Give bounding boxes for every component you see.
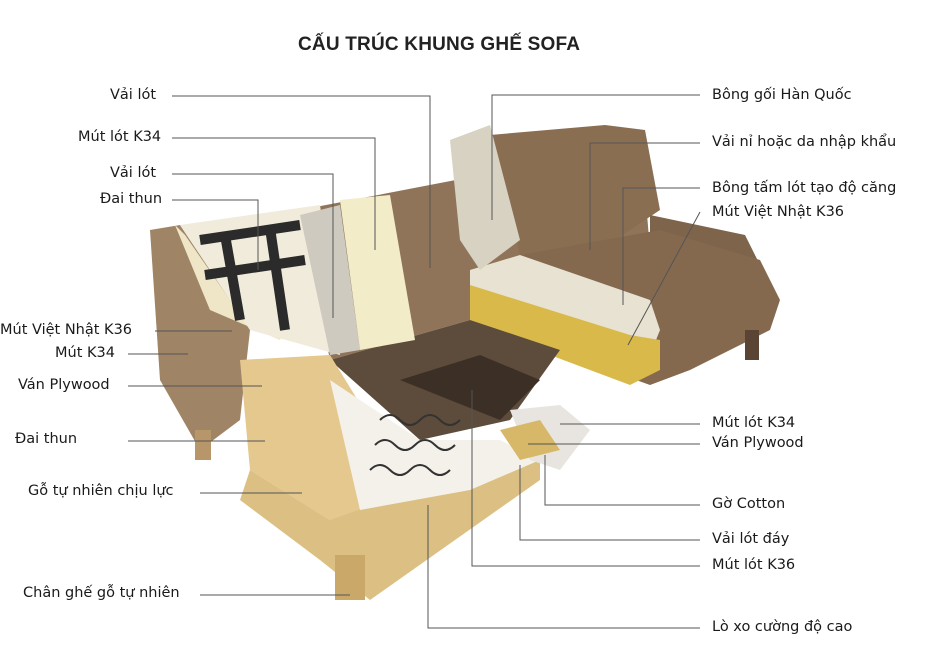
label-left-mut-lot-k34: Mút lót K34 — [78, 129, 162, 145]
label-left-dai-thun-2: Đai thun — [15, 431, 78, 447]
label-right-van-plywood: Ván Plywood — [712, 435, 804, 451]
back-foam-white — [340, 195, 415, 350]
label-left-vai-lot-2: Vải lót — [110, 165, 157, 181]
back-foam-k34 — [300, 205, 360, 355]
label-right-vai-lot-day: Vải lót đáy — [712, 531, 790, 547]
left-leg — [195, 430, 211, 460]
label-left-chan-ghe: Chân ghế gỗ tự nhiên — [23, 585, 180, 601]
label-right-mut-lot-k36: Mút lót K36 — [712, 557, 796, 573]
leader-lines-right — [427, 94, 701, 629]
seat-base-light — [400, 355, 540, 420]
diagram-title: CẤU TRÚC KHUNG GHẾ SOFA — [298, 34, 581, 55]
label-right-lo-xo: Lò xo cường độ cao — [712, 619, 853, 635]
label-right-mut-viet-nhat-k36: Mút Việt Nhật K36 — [712, 204, 845, 220]
cushion-yellow-foam — [470, 285, 660, 385]
leader-lines-left — [128, 95, 431, 596]
back-pillow — [490, 125, 660, 255]
back-straps — [199, 220, 306, 331]
label-left-mut-viet-nhat-k36: Mút Việt Nhật K36 — [0, 322, 133, 338]
label-right-go-cotton: Gờ Cotton — [712, 496, 786, 512]
label-left-dai-thun-1: Đai thun — [100, 191, 163, 207]
label-right-mut-lot-k34: Mút lót K34 — [712, 415, 796, 431]
pillow-filling — [450, 125, 520, 270]
back-leg — [745, 330, 759, 360]
label-right-bong-goi: Bông gối Hàn Quốc — [712, 87, 852, 103]
back-frame — [180, 205, 340, 355]
left-armrest-frame — [150, 225, 250, 450]
label-right-bong-tam: Bông tấm lót tạo độ căng — [712, 180, 897, 196]
label-right-vai-ni: Vải nỉ hoặc da nhập khẩu — [712, 134, 897, 150]
label-left-go-tu-nhien: Gỗ tự nhiên chịu lực — [28, 483, 174, 499]
wood-frame-base — [240, 460, 540, 600]
plywood-block — [500, 420, 560, 460]
springs — [369, 414, 461, 476]
front-leg — [335, 555, 365, 600]
label-left-vai-lot-1: Vải lót — [110, 87, 157, 103]
label-left-mut-k34: Mút K34 — [55, 345, 115, 361]
label-left-van-plywood: Ván Plywood — [18, 377, 110, 393]
